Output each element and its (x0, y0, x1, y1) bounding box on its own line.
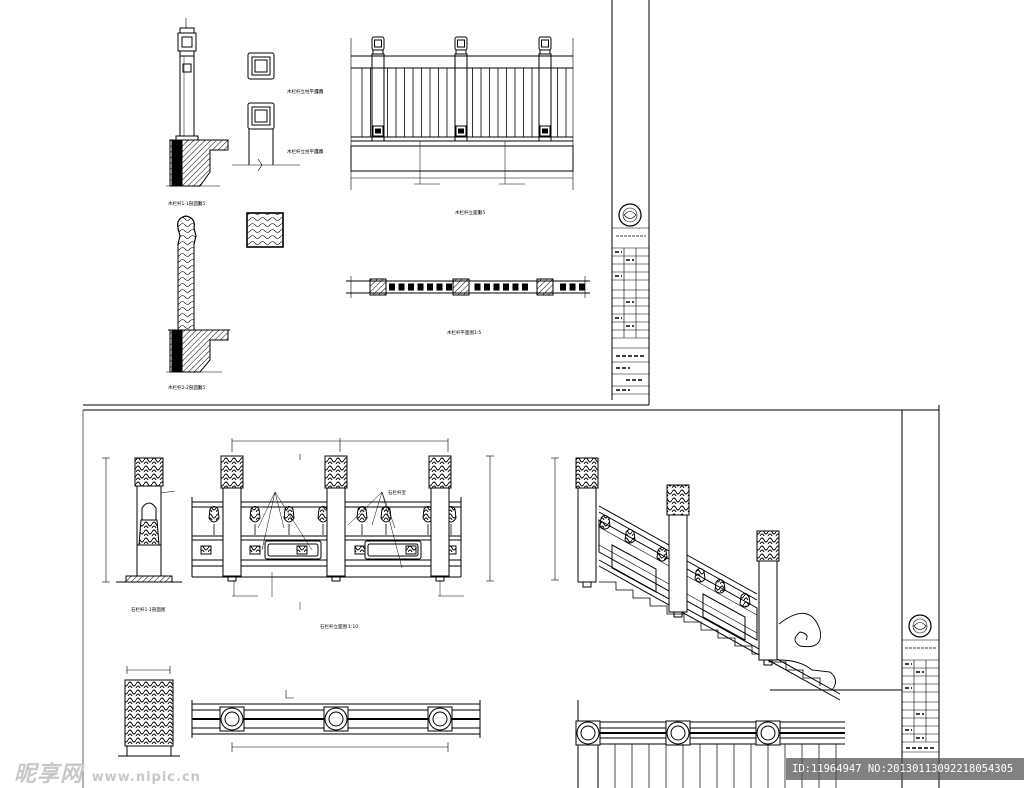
post-plan-block (536, 278, 554, 296)
caption-stone-section: 石栏杆1-1剖面图 (131, 606, 166, 613)
baluster-plan (474, 283, 481, 291)
lower-ornament (200, 545, 212, 555)
stone-post (324, 455, 348, 582)
baluster-plan (398, 283, 405, 291)
carved-vase (283, 506, 295, 535)
stair-stone-post (756, 530, 780, 666)
baluster-plan (569, 283, 576, 291)
top-sheet-captions: 木栏杆立柱平面图 1:5 木栏杆立柱平面图 1:5 木栏杆1-1剖面图 1:5 … (168, 88, 485, 391)
baluster-plan (560, 283, 566, 291)
carved-vase (249, 506, 261, 535)
wood-post (371, 36, 385, 142)
baluster-plan (484, 283, 490, 291)
lower-ornament (249, 545, 261, 555)
sheet-frames (82, 0, 940, 788)
callout-stone-cap: 石栏杆宝 (388, 489, 406, 496)
stair-post-plan-node (575, 720, 601, 746)
stair-stone-post (575, 457, 599, 588)
baluster-plan (579, 283, 585, 291)
stair-carved-vase (694, 568, 706, 583)
caption-elevation: 木栏杆立面图 (455, 209, 482, 216)
carved-vase (356, 506, 368, 535)
wood-railing-elevation (350, 36, 574, 190)
lower-ornament (354, 545, 366, 555)
baluster-plan (512, 283, 519, 291)
carved-vase (208, 506, 220, 535)
post-plan-node (427, 706, 453, 732)
stone-post (428, 455, 452, 582)
caption-post-plan-bottom: 木栏杆立柱平面图 (287, 148, 323, 155)
wood-post (454, 36, 468, 142)
stair-railing-plan (575, 700, 845, 788)
stair-carved-vase (599, 515, 611, 530)
svg-text:1:5: 1:5 (316, 149, 323, 155)
post-plan-block (369, 278, 387, 296)
stone-railing-plan (191, 690, 481, 752)
post-plan-node (323, 706, 349, 732)
stone-railing-elevation (191, 438, 494, 610)
stone-stair-railing-elevation (551, 457, 902, 701)
baluster-plan (446, 283, 452, 291)
watermark-left: 昵享网 www.nipic.cn (14, 762, 201, 787)
stair-post-plan-node (665, 720, 691, 746)
stair-post-plan-node (755, 720, 781, 746)
baluster-plan (503, 283, 509, 291)
svg-text:1:5: 1:5 (474, 330, 481, 336)
company-seal-icon (908, 614, 932, 638)
svg-text:1:5: 1:5 (478, 210, 485, 216)
wood-railing-plan (346, 276, 590, 298)
baluster-plan (389, 283, 395, 291)
wood-post-plan-details (232, 52, 300, 248)
baluster-plan (522, 283, 528, 291)
stone-post-plan-carved (118, 666, 180, 757)
stair-carved-vase (714, 579, 726, 594)
baluster-plan (436, 283, 443, 291)
wood-post-section-1 (166, 18, 229, 187)
post-plan-block (452, 278, 470, 296)
baluster-plan (427, 283, 433, 291)
wood-post (538, 36, 552, 142)
svg-text:1:5: 1:5 (198, 385, 205, 391)
svg-text:1:5: 1:5 (198, 201, 205, 207)
stair-carved-vase (656, 547, 668, 562)
watermark-id: ID:11964947 NO:20130113092218054305 (786, 758, 1024, 780)
lower-ornament (296, 545, 308, 555)
baluster-plan (493, 283, 500, 291)
svg-text:1:10: 1:10 (348, 624, 358, 630)
stone-post-section (102, 457, 182, 583)
caption-section-1: 木栏杆1-1剖面图 (168, 200, 203, 207)
post-plan-node (219, 706, 245, 732)
title-block-bottom (902, 614, 939, 753)
caption-stone-elevation: 石栏杆立面图 (320, 623, 347, 630)
stone-post (220, 455, 244, 582)
title-block-top (612, 203, 649, 395)
wood-post-section-2 (166, 215, 230, 373)
svg-text:1:5: 1:5 (316, 89, 323, 95)
lower-ornament (405, 545, 417, 555)
stair-carved-vase (739, 593, 751, 608)
bottom-sheet-captions: 石栏杆1-1剖面图 石栏杆立面图 1:10 石栏杆宝 (131, 489, 406, 630)
baluster-plan (408, 283, 414, 291)
baluster-plan (417, 283, 424, 291)
caption-post-plan-top: 木栏杆立柱平面图 (287, 88, 323, 95)
stair-carved-vase (624, 529, 636, 544)
stair-stone-post (666, 484, 690, 618)
company-seal-icon (618, 203, 642, 227)
caption-plan: 木栏杆平面图 (447, 329, 474, 336)
caption-section-2: 木栏杆2-2剖面图 (168, 384, 203, 391)
